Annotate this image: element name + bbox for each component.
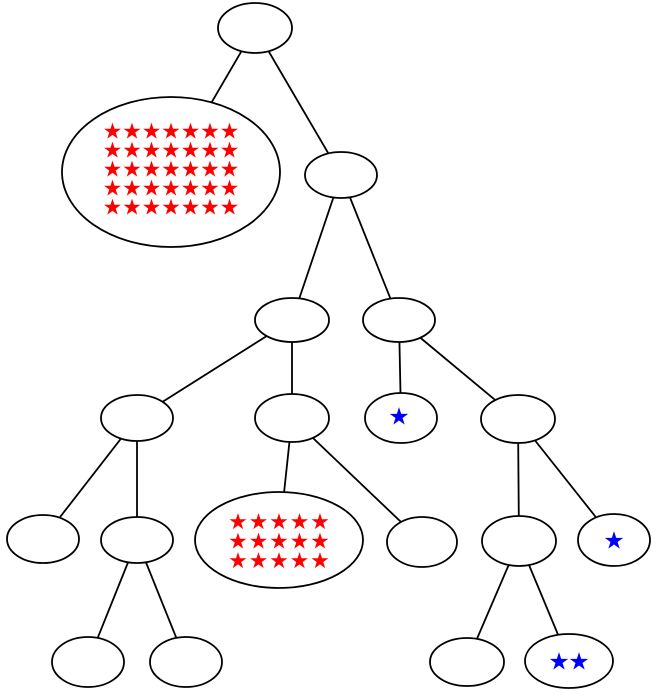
red-star-icon: ★: [228, 510, 248, 535]
red-star-icon: ★: [161, 196, 181, 221]
node-red-stars-35: ★★★★★★★★★★★★★★★★★★★★★★★★★★★★★★★★★★★: [61, 96, 281, 248]
red-star-icon: ★: [269, 530, 289, 555]
red-star-icon: ★: [249, 530, 269, 555]
node-ellipse-e4: [149, 636, 223, 688]
red-star-icon: ★: [220, 120, 240, 145]
red-star-icon: ★: [290, 510, 310, 535]
node-root: [217, 2, 293, 54]
red-star-icon: ★: [142, 177, 162, 202]
node-n1: [304, 151, 378, 199]
blue-star-icon: ★: [568, 647, 590, 675]
blue-star-icon: ★: [388, 402, 410, 430]
node-blue-star-1a: ★: [364, 392, 438, 444]
edge-n1-n2: [291, 174, 342, 321]
node-ellipse-blue-star-1a: [364, 392, 438, 444]
node-ellipse-n6: [480, 394, 556, 444]
red-star-icon: ★: [220, 177, 240, 202]
red-star-icon: ★: [290, 549, 310, 574]
red-star-icon: ★: [200, 177, 220, 202]
red-star-icon: ★: [122, 196, 142, 221]
red-star-icon: ★: [269, 549, 289, 574]
node-ellipse-blue-stars-2: [524, 633, 614, 689]
node-red-stars-15: ★★★★★★★★★★★★★★★: [194, 491, 364, 589]
red-star-icon: ★: [181, 196, 201, 221]
edge-root-n1: [254, 27, 342, 176]
red-star-icon: ★: [103, 139, 123, 164]
node-ellipse-n2: [254, 297, 330, 343]
blue-star-icon: ★: [548, 647, 570, 675]
red-star-icon: ★: [122, 158, 142, 183]
node-ellipse-e1: [6, 514, 80, 564]
node-e4: [149, 636, 223, 688]
red-star-icon: ★: [103, 196, 123, 221]
node-n3: [362, 297, 436, 343]
node-e5: [429, 637, 505, 687]
red-star-icon: ★: [142, 158, 162, 183]
red-star-icon: ★: [122, 120, 142, 145]
node-ellipse-e2: [386, 516, 458, 568]
node-blue-stars-2: ★★: [524, 633, 614, 689]
node-ellipse-root: [217, 2, 293, 54]
red-star-icon: ★: [310, 530, 330, 555]
node-e3: [51, 636, 125, 688]
node-ellipse-e5: [429, 637, 505, 687]
node-blue-star-1b: ★: [577, 513, 651, 567]
red-star-icon: ★: [310, 510, 330, 535]
red-star-icon: ★: [220, 158, 240, 183]
red-star-icon: ★: [161, 120, 181, 145]
red-star-icon: ★: [269, 510, 289, 535]
red-star-icon: ★: [249, 549, 269, 574]
red-star-icon: ★: [103, 177, 123, 202]
node-ellipse-n7: [100, 516, 174, 564]
edge-n1-n3: [340, 174, 400, 321]
node-n5: [254, 393, 330, 443]
red-star-icon: ★: [200, 139, 220, 164]
node-ellipse-n3: [362, 297, 436, 343]
node-n6: [480, 394, 556, 444]
node-ellipse-red-stars-35: [61, 96, 281, 248]
red-star-icon: ★: [161, 139, 181, 164]
red-star-icon: ★: [103, 120, 123, 145]
node-layer: ★★★★★★★★★★★★★★★★★★★★★★★★★★★★★★★★★★★★★★★★…: [6, 2, 651, 689]
red-star-icon: ★: [142, 120, 162, 145]
node-n8: [481, 515, 557, 567]
red-star-icon: ★: [122, 177, 142, 202]
node-ellipse-n8: [481, 515, 557, 567]
red-star-icon: ★: [228, 530, 248, 555]
red-star-icon: ★: [122, 139, 142, 164]
red-star-icon: ★: [290, 530, 310, 555]
red-star-icon: ★: [249, 510, 269, 535]
node-e1: [6, 514, 80, 564]
node-ellipse-n1: [304, 151, 378, 199]
node-ellipse-e3: [51, 636, 125, 688]
red-star-icon: ★: [181, 139, 201, 164]
red-star-icon: ★: [228, 549, 248, 574]
red-star-icon: ★: [200, 158, 220, 183]
node-ellipse-blue-star-1b: [577, 513, 651, 567]
node-ellipse-red-stars-15: [194, 491, 364, 589]
node-ellipse-n5: [254, 393, 330, 443]
blue-star-icon: ★: [603, 526, 625, 554]
red-star-icon: ★: [103, 158, 123, 183]
node-ellipse-n4: [100, 394, 174, 442]
node-n2: [254, 297, 330, 343]
red-star-icon: ★: [161, 177, 181, 202]
red-star-icon: ★: [181, 120, 201, 145]
red-star-icon: ★: [181, 158, 201, 183]
red-star-icon: ★: [181, 177, 201, 202]
node-n7: [100, 516, 174, 564]
red-star-icon: ★: [142, 196, 162, 221]
node-n4: [100, 394, 174, 442]
red-star-icon: ★: [161, 158, 181, 183]
red-star-icon: ★: [220, 139, 240, 164]
red-star-icon: ★: [200, 120, 220, 145]
red-star-icon: ★: [200, 196, 220, 221]
node-e2: [386, 516, 458, 568]
red-star-icon: ★: [310, 549, 330, 574]
red-star-icon: ★: [220, 196, 240, 221]
red-star-icon: ★: [142, 139, 162, 164]
